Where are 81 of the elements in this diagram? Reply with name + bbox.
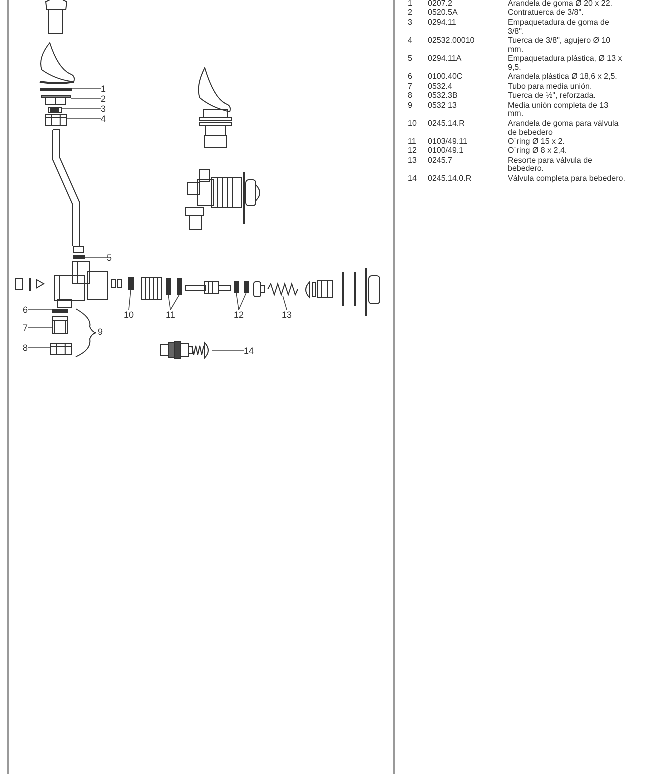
callout-number: 2 <box>101 94 106 104</box>
part-code: 0294.11A <box>428 55 463 66</box>
part-code: 0532.3B <box>428 92 459 101</box>
part-code: 0100.40C <box>428 73 464 82</box>
o-ring-part <box>166 278 171 295</box>
o-ring-part <box>244 281 249 293</box>
part-description: Válvula completa para bebedero. <box>508 174 626 184</box>
callout-number: 12 <box>234 310 244 320</box>
part-code: 0103/49.11 <box>428 138 468 147</box>
part-code: 0100/49.1 <box>428 147 465 156</box>
callout-number: 1 <box>101 84 106 94</box>
part-description: Resorte para válvula de bebedero. <box>508 156 594 174</box>
callout-number: 4 <box>101 114 106 124</box>
item-number: 9 <box>408 102 414 112</box>
washer-part <box>73 255 85 259</box>
leader-line <box>170 294 180 310</box>
part-code: 0532.4 <box>428 82 454 92</box>
callout-number: 9 <box>98 327 104 337</box>
part-code: 0294.11 <box>428 18 458 29</box>
part-description: Empaquetadura de goma de 3/8". <box>508 18 610 36</box>
item-number: 14 <box>408 174 418 184</box>
part-code: 0245.14.R <box>428 120 466 130</box>
gasket-part <box>48 107 62 113</box>
part-code: 0520.5A <box>428 9 459 18</box>
nut-part <box>45 114 67 126</box>
leader-line <box>212 350 244 352</box>
item-number: 7 <box>408 82 414 92</box>
item-number: 6 <box>408 73 414 82</box>
item-number: 8 <box>408 92 414 101</box>
part-code: 02532.00010 <box>428 36 476 47</box>
callout-number: 10 <box>124 310 134 320</box>
part-description: Arandela de goma para válvula de bebedero <box>508 120 620 138</box>
leader-line <box>70 98 102 100</box>
part-description: O´ring Ø 8 x 2,4. <box>508 147 568 156</box>
part-description: Tuerca de ½", reforzada. <box>508 92 597 101</box>
item-number: 11 <box>408 138 418 147</box>
callout-number: 11 <box>166 310 176 320</box>
leader-line <box>62 108 102 110</box>
leader-line <box>168 294 172 310</box>
part-description: Contratuerca de 3/8". <box>508 9 585 18</box>
callout-number: 6 <box>23 305 28 315</box>
callout-number: 14 <box>244 346 254 356</box>
callout-number: 7 <box>23 323 28 333</box>
spring-part <box>268 283 298 296</box>
leader-line <box>236 292 240 310</box>
item-number: 4 <box>408 36 414 47</box>
part-description: Media unión completa de 13 mm. <box>508 102 610 120</box>
item-number: 10 <box>408 120 418 130</box>
washer-part <box>52 309 68 313</box>
callout-number: 5 <box>107 253 112 263</box>
o-ring-part <box>234 281 239 293</box>
o-ring-part <box>128 277 134 290</box>
leader-line <box>282 296 288 310</box>
item-number: 5 <box>408 55 414 66</box>
part-description: Arandela de goma Ø 20 x 22. <box>508 0 614 9</box>
item-number: 3 <box>408 18 414 29</box>
part-code: 0207.2 <box>428 0 454 9</box>
part-code: 0245.14.0.R <box>428 174 473 184</box>
item-number: 12 <box>408 147 418 156</box>
leader-line <box>128 290 132 310</box>
leader-line <box>66 118 102 120</box>
leader-line <box>72 88 102 90</box>
nut-part <box>50 343 72 355</box>
part-code: 0245.7 <box>428 156 454 167</box>
item-number: 2 <box>408 9 414 18</box>
part-description: Tuerca de 3/8", agujero Ø 10 mm. <box>508 36 612 55</box>
callout-number: 13 <box>282 310 292 320</box>
callout-number: 8 <box>23 343 28 353</box>
part-code: 0532 13 <box>428 102 458 112</box>
leader-line <box>238 292 247 310</box>
locknut-part <box>41 95 71 105</box>
item-number: 1 <box>408 0 414 9</box>
valve-cartridge-part <box>160 341 212 360</box>
washer-part <box>40 88 72 91</box>
part-description: Tubo para media unión. <box>508 82 594 92</box>
part-description: Empaquetadura plástica, Ø 13 x 9,5. <box>508 55 624 73</box>
part-description: Arandela plástica Ø 18,6 x 2,5. <box>508 73 618 82</box>
part-description: O´ring Ø 15 x 2. <box>508 138 566 147</box>
o-ring-part <box>177 278 182 295</box>
item-number: 13 <box>408 156 418 167</box>
callout-number: 3 <box>101 104 106 114</box>
